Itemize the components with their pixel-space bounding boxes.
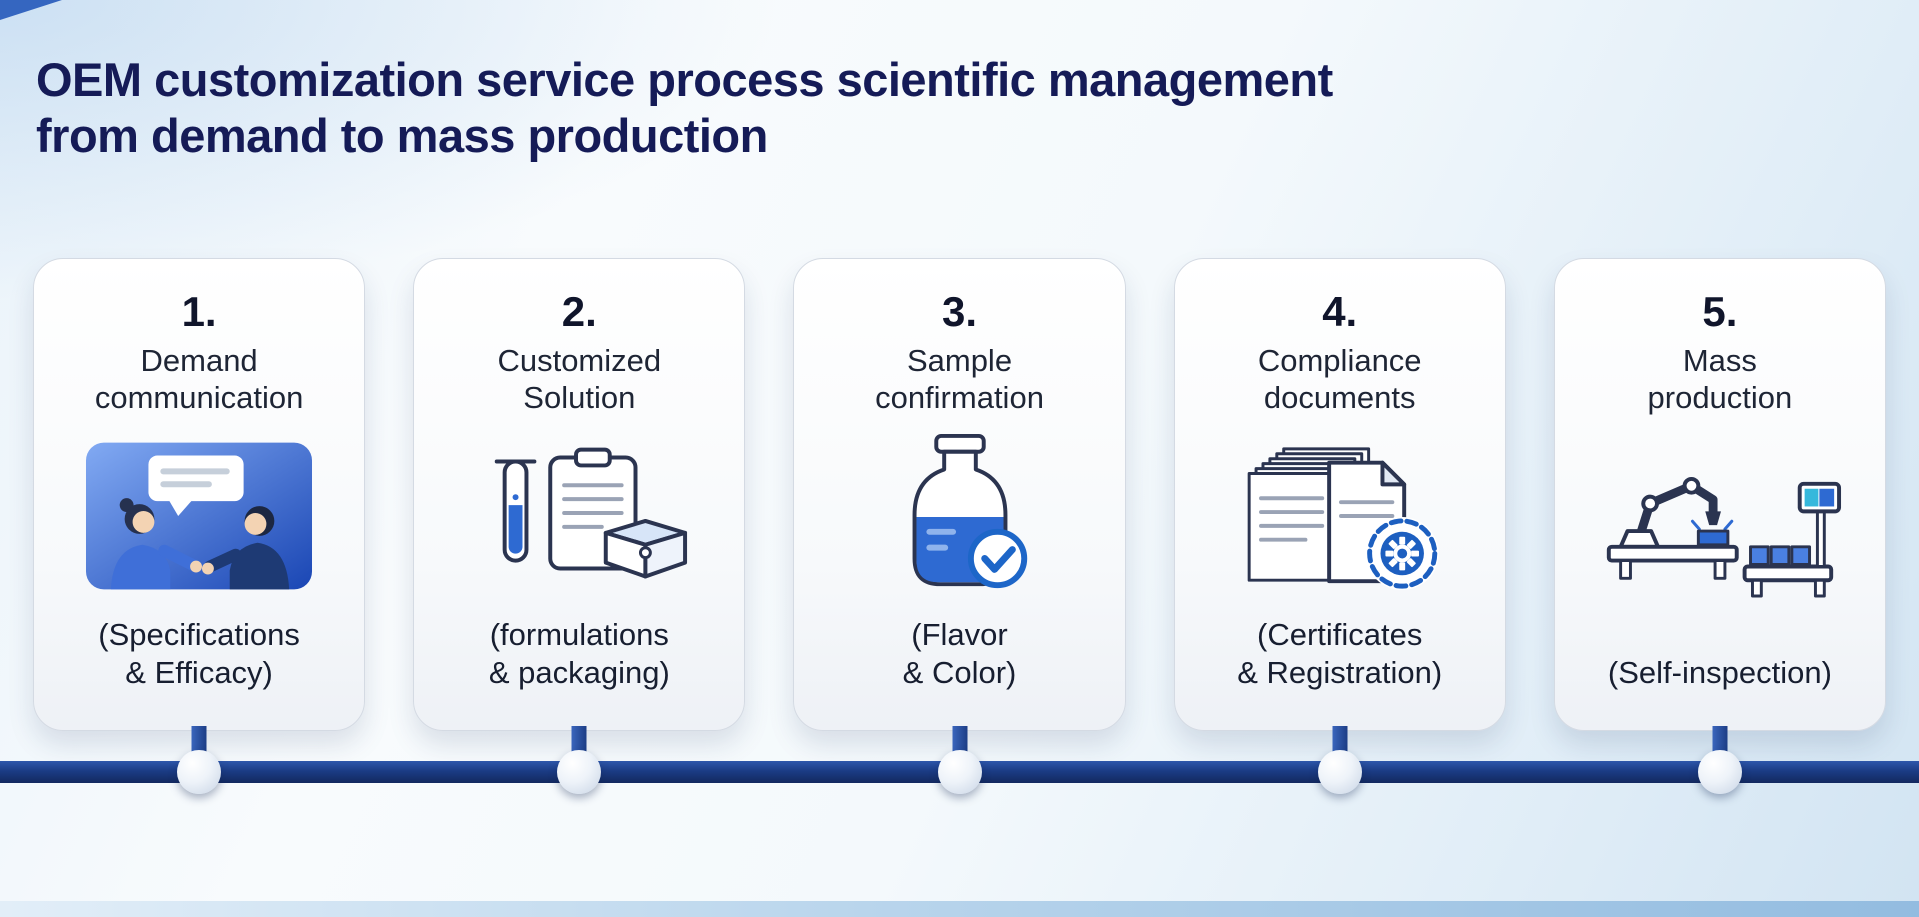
step-number: 2. (561, 288, 597, 335)
step-number: 4. (1322, 288, 1358, 335)
compliance-icon (1226, 416, 1454, 616)
step-number: 5. (1702, 288, 1738, 335)
step-subtitle: (Self-inspection) (1607, 655, 1832, 691)
step-title: Demand communication (94, 343, 304, 415)
step-title: Sample confirmation (875, 343, 1044, 415)
corner-accent-shape (0, 0, 62, 20)
communication-icon (85, 416, 313, 616)
step-subtitle: (Flavor & Color) (902, 617, 1017, 691)
step-subtitle: (Specifications & Efficacy) (98, 617, 300, 691)
timeline-bar (0, 761, 1919, 783)
step-title: Compliance documents (1257, 343, 1422, 415)
step-number: 1. (181, 288, 217, 335)
process-steps-row: 1. Demand communication (33, 258, 1887, 731)
bottom-strip (0, 901, 1919, 917)
sample-icon (871, 416, 1049, 616)
step-card-1: 1. Demand communication (33, 258, 366, 731)
page-title: OEM customization service process scient… (36, 53, 1333, 163)
step-card-5: 5. Mass production (1553, 258, 1887, 731)
step-subtitle: (formulations & packaging) (488, 617, 670, 691)
step-title: Mass production (1647, 343, 1793, 415)
step-number: 3. (941, 288, 978, 335)
step-title: Customized Solution (497, 343, 662, 415)
step-card-4: 4. Compliance documents (1173, 258, 1506, 731)
step-card-2: 2. Customized Solution (413, 258, 746, 731)
step-subtitle: (Certificates & Registration) (1237, 617, 1443, 691)
step-card-3: 3. Sample confirmation (Flavor & Color) (793, 258, 1126, 731)
production-icon (1597, 416, 1843, 654)
solution-icon (465, 416, 693, 616)
